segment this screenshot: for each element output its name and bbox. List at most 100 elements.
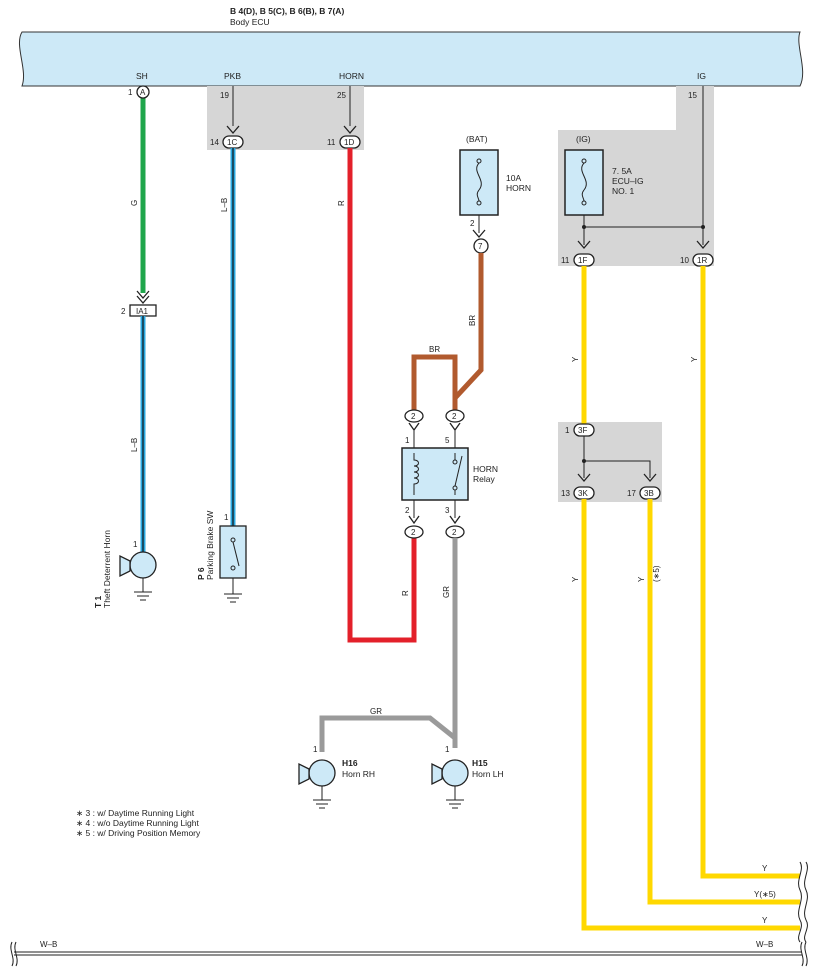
connector-1r-num: 10 bbox=[680, 256, 689, 265]
ig-arrows-icon bbox=[577, 240, 710, 249]
wire-label-r-2: R bbox=[401, 590, 410, 596]
horn-arrow-icon bbox=[343, 125, 357, 134]
horn-fuse-element-icon bbox=[476, 162, 482, 202]
h15-name: Horn LH bbox=[472, 769, 504, 779]
relay-top-left-connector bbox=[404, 409, 424, 423]
ig-bus-node-left bbox=[582, 225, 586, 229]
horn-relay bbox=[401, 447, 469, 501]
connector-ia1-num: 2 bbox=[121, 307, 126, 316]
p6-switch-arm bbox=[232, 541, 240, 567]
pin-pkb-label: PKB bbox=[224, 71, 241, 81]
h16-ground-icon bbox=[313, 799, 331, 809]
3f-arrows-icon bbox=[577, 473, 657, 482]
bat-fuse-label: (BAT) bbox=[466, 134, 488, 144]
horn-rh-icon bbox=[308, 759, 336, 787]
wire-label-y-2: Y bbox=[690, 356, 699, 362]
p6-contact-bottom bbox=[230, 565, 236, 571]
pin-horn-num: 25 bbox=[337, 91, 346, 100]
connector-1r-label: 1R bbox=[697, 256, 707, 265]
bat-fuse-name: HORN bbox=[506, 183, 531, 193]
wire-label-y-4: Y bbox=[637, 576, 646, 582]
t1-code: T 1 bbox=[93, 595, 103, 608]
relay-pin2: 2 bbox=[405, 506, 410, 515]
pkb-arrow-icon bbox=[226, 125, 240, 134]
horn-lh-icon bbox=[441, 759, 469, 787]
wire-label-lb-2: L–B bbox=[220, 198, 229, 212]
wire-label-y-4-note: (∗5) bbox=[652, 565, 661, 582]
connector-1f-num: 11 bbox=[561, 256, 570, 265]
wire-label-lb-1: L–B bbox=[130, 438, 139, 452]
note-3: ∗ 3 : w/ Daytime Running Light bbox=[76, 808, 195, 818]
horn-rh-bell-icon bbox=[298, 762, 310, 786]
connector-3k-label: 3K bbox=[578, 489, 588, 498]
wire-label-gr-1: GR bbox=[442, 586, 451, 598]
wire-label-y-out-2: Y(∗5) bbox=[754, 890, 776, 899]
bat-fuse-rating: 10A bbox=[506, 173, 521, 183]
pin-ig-num: 15 bbox=[688, 91, 697, 100]
ground-bus-break-left-icon bbox=[10, 941, 18, 967]
p6-code: P 6 bbox=[196, 567, 206, 580]
t1-ground-icon bbox=[134, 591, 152, 601]
ground-bus-break-right-icon bbox=[800, 941, 808, 967]
3f-node bbox=[582, 459, 586, 463]
connector-1c-label: 1C bbox=[227, 138, 237, 147]
wire-yellow-ig bbox=[700, 266, 800, 879]
break-mark-icon-2 bbox=[804, 861, 808, 943]
pin-pkb-num: 19 bbox=[220, 91, 229, 100]
t1-pin: 1 bbox=[133, 540, 138, 549]
pin-horn-label: HORN bbox=[339, 71, 364, 81]
wire-brown-branch bbox=[411, 354, 458, 410]
relay-top-left-connector-label: 2 bbox=[411, 412, 416, 421]
note-5: ∗ 5 : w/ Driving Position Memory bbox=[76, 828, 201, 838]
h15-ground-icon bbox=[446, 799, 464, 809]
connector-3b-num: 17 bbox=[627, 489, 636, 498]
relay-name-2: Relay bbox=[473, 474, 495, 484]
3f-branch-wire bbox=[584, 460, 651, 478]
connector-a-label: A bbox=[140, 88, 146, 97]
relay-coil-icon bbox=[413, 453, 419, 495]
relay-top-right-connector-label: 2 bbox=[452, 412, 457, 421]
wire-label-gr-2: GR bbox=[370, 707, 382, 716]
connector-7-label: 7 bbox=[478, 242, 483, 251]
h16-code: H16 bbox=[342, 758, 358, 768]
relay-pin3: 3 bbox=[445, 506, 450, 515]
wire-yellow-3k bbox=[581, 499, 800, 931]
wire-label-g: G bbox=[130, 200, 139, 206]
bat-arrow-icon bbox=[472, 229, 486, 238]
connector-1d-label: 1D bbox=[344, 138, 354, 147]
relay-switch-arm bbox=[454, 455, 463, 487]
connector-3k-num: 13 bbox=[561, 489, 570, 498]
ig-fuse-name-2: NO. 1 bbox=[612, 186, 634, 196]
connector-ia1-label: IA1 bbox=[136, 307, 149, 316]
ig-fuse-element-icon bbox=[581, 162, 587, 202]
junction-block-top-right bbox=[558, 86, 714, 266]
wire-label-y-1: Y bbox=[571, 356, 580, 362]
connector-3f-num: 1 bbox=[565, 426, 570, 435]
connector-3f-label: 3F bbox=[578, 426, 587, 435]
relay-bottom-right-connector-label: 2 bbox=[452, 528, 457, 537]
wire-label-r-1: R bbox=[337, 200, 346, 206]
wire-brown-main bbox=[452, 253, 484, 410]
relay-top-arrows-icon bbox=[408, 422, 461, 432]
h15-pin: 1 bbox=[445, 745, 450, 754]
ecu-name-label: Body ECU bbox=[230, 17, 270, 27]
relay-bottom-arrows-icon bbox=[408, 515, 461, 525]
relay-bottom-left-connector-label: 2 bbox=[411, 528, 416, 537]
ecu-connectors-label: B 4(D), B 5(C), B 6(B), B 7(A) bbox=[230, 6, 344, 16]
relay-pin1: 1 bbox=[405, 436, 410, 445]
wire-label-wb-left: W–B bbox=[40, 940, 57, 949]
wire-gray-branch bbox=[319, 715, 457, 752]
p6-ground-icon bbox=[224, 593, 242, 603]
ig-fuse-name-1: ECU–IG bbox=[612, 176, 644, 186]
wire-label-y-out-1: Y bbox=[762, 864, 768, 873]
wire-label-y-3: Y bbox=[571, 576, 580, 582]
wire-label-wb-right: W–B bbox=[756, 940, 773, 949]
h16-pin: 1 bbox=[313, 745, 318, 754]
ig-fuse-label: (IG) bbox=[576, 134, 591, 144]
pin-ig-label: IG bbox=[697, 71, 706, 81]
wire-label-br-1: BR bbox=[468, 315, 477, 326]
connector-1d-num: 11 bbox=[327, 138, 336, 147]
p6-pin: 1 bbox=[224, 513, 229, 522]
ig-fuse-rating: 7. 5A bbox=[612, 166, 632, 176]
ia1-arrow-icon bbox=[136, 290, 150, 304]
